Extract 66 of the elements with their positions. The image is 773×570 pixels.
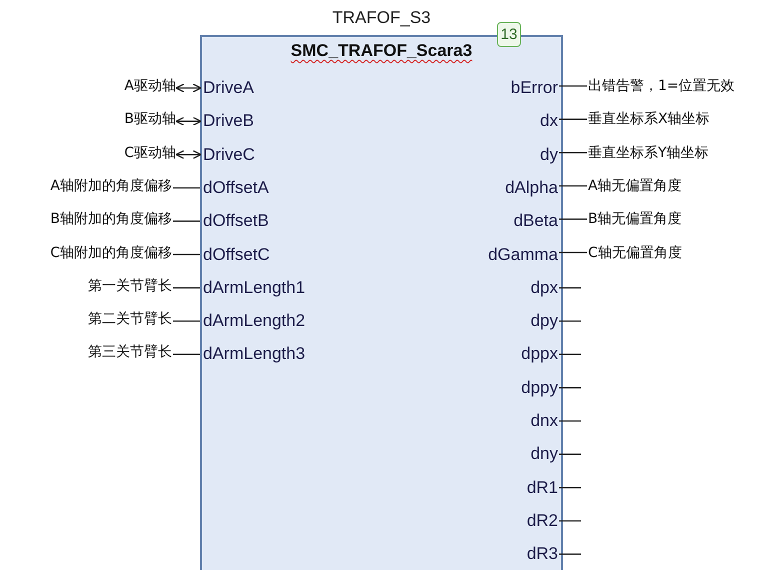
pin-comment: C轴附加的角度偏移 — [50, 242, 172, 262]
pin-comment: 第三关节臂长 — [88, 342, 172, 362]
connector-line — [175, 150, 202, 160]
pin-name: dR1 — [526, 476, 558, 499]
pin-name: dR2 — [526, 510, 558, 532]
connector-line — [559, 420, 581, 422]
connector-line — [559, 152, 587, 154]
pin-comment: C驱动轴 — [124, 142, 176, 163]
pin-name: dpx — [530, 276, 558, 299]
pin-name: bError — [510, 77, 558, 99]
block-type-name: SMC_TRAFOF_Scara3 — [290, 41, 474, 61]
connector-line — [559, 387, 581, 388]
pin-name: DriveA — [203, 77, 254, 99]
connector-line — [559, 252, 587, 254]
pin-name: dGamma — [488, 244, 558, 266]
connector-line — [173, 320, 200, 322]
pin-name: dx — [540, 110, 558, 132]
connector-line — [559, 486, 581, 488]
pin-comment: C轴无偏置角度 — [588, 242, 682, 262]
pin-comment: A轴附加的角度偏移 — [50, 176, 172, 196]
connector-line — [559, 287, 581, 288]
pin-name: dny — [530, 443, 558, 466]
pin-comment: 出错告警，1=位置无效 — [588, 76, 735, 96]
pin-comment: 垂直坐标系Y轴坐标 — [588, 142, 709, 163]
connector-line — [173, 287, 200, 288]
connector-line — [173, 254, 200, 256]
pin-comment: B驱动轴 — [124, 109, 176, 130]
instance-name: TRAFOF_S3 — [331, 8, 432, 28]
pin-name: dy — [540, 144, 558, 166]
pin-name: dppx — [521, 343, 558, 366]
pin-comment: B轴附加的角度偏移 — [50, 209, 172, 230]
connector-line — [559, 354, 581, 356]
connector-line — [559, 218, 587, 220]
pin-comment: 第一关节臂长 — [88, 276, 172, 296]
connector-line — [173, 187, 200, 189]
pin-name: dAlpha — [505, 176, 558, 199]
connector-line — [173, 220, 200, 222]
pin-name: dArmLength1 — [203, 276, 306, 299]
connector-line — [559, 118, 587, 120]
connector-line — [173, 354, 200, 356]
pin-name: dBeta — [514, 210, 558, 232]
pin-name: dnx — [530, 410, 558, 432]
connector-line — [175, 83, 202, 93]
pin-name: dOffsetA — [203, 176, 269, 199]
pin-comment: A驱动轴 — [124, 76, 176, 96]
pin-comment: A轴无偏置角度 — [588, 176, 682, 196]
connector-line — [559, 454, 581, 455]
pin-name: dppy — [521, 376, 558, 399]
pin-comment: 垂直坐标系X轴坐标 — [588, 109, 710, 130]
pin-name: DriveC — [203, 144, 255, 166]
pin-name: dArmLength3 — [203, 343, 306, 366]
pin-name: dpy — [530, 310, 558, 332]
pin-comment: B轴无偏置角度 — [588, 209, 682, 230]
pin-name: dOffsetB — [203, 210, 269, 232]
connector-line — [175, 116, 202, 126]
connector-line — [559, 85, 587, 87]
pin-name: dR3 — [526, 543, 558, 566]
pin-name: dOffsetC — [203, 244, 270, 266]
execution-order-badge: 13 — [497, 22, 521, 47]
pin-name: DriveB — [203, 110, 254, 132]
pin-name: dArmLength2 — [203, 310, 306, 332]
connector-line — [559, 320, 581, 322]
connector-line — [559, 520, 581, 522]
pin-comment: 第二关节臂长 — [88, 309, 172, 330]
connector-line — [559, 554, 581, 555]
connector-line — [559, 185, 587, 187]
